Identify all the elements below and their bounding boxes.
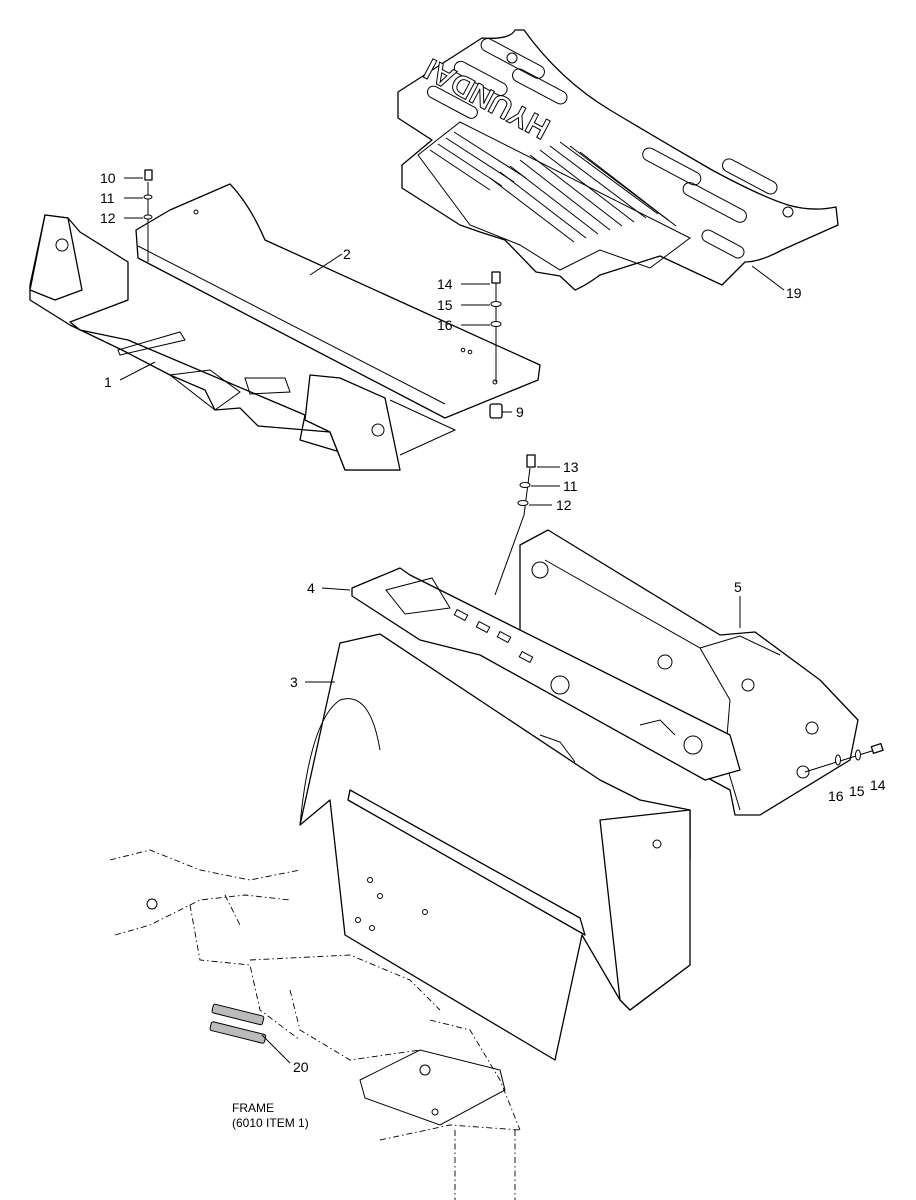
callout-12-lower: 12	[556, 497, 572, 513]
callout-12-upper: 12	[100, 210, 116, 226]
lower-cover-part-1	[29, 214, 457, 471]
callout-14-upper: 14	[437, 276, 453, 292]
rear-panel-part-3	[299, 633, 691, 1061]
callout-14-right: 14	[870, 777, 886, 793]
reflector-part-20	[209, 1003, 267, 1044]
callout-5: 5	[734, 579, 742, 595]
top-cover-plate-part-2	[135, 183, 541, 419]
callout-3: 3	[290, 674, 298, 690]
callout-16-upper: 16	[437, 317, 453, 333]
frame-note: FRAME (6010 ITEM 1)	[232, 1101, 309, 1130]
callout-15-upper: 15	[437, 297, 453, 313]
callout-9: 9	[516, 404, 524, 420]
callout-13: 13	[563, 459, 579, 475]
callout-4: 4	[307, 580, 315, 596]
floor-mat-part-19: HYUNDAI	[397, 29, 839, 291]
callout-leaders	[119, 177, 785, 1064]
callout-labels: 1 2 3 4 5 9 10 11 12 13 11 12 14 15 16 1…	[100, 170, 886, 1075]
callout-11-upper: 11	[100, 190, 115, 206]
callout-10: 10	[100, 170, 116, 186]
callout-2: 2	[343, 246, 351, 262]
callout-15-right: 15	[849, 783, 865, 799]
callout-11-lower: 11	[563, 478, 578, 494]
callout-19: 19	[786, 285, 802, 301]
callout-1: 1	[104, 374, 112, 390]
rear-frame-part-5	[519, 529, 859, 816]
callout-20: 20	[293, 1059, 309, 1075]
cross-plate-part-4	[351, 567, 741, 781]
frame-note-line-1: FRAME	[232, 1101, 274, 1115]
frame-dashed-outline	[109, 849, 521, 1200]
hardware-group	[143, 169, 884, 773]
frame-note-line-2: (6010 ITEM 1)	[232, 1116, 309, 1130]
callout-16-right: 16	[828, 788, 844, 804]
